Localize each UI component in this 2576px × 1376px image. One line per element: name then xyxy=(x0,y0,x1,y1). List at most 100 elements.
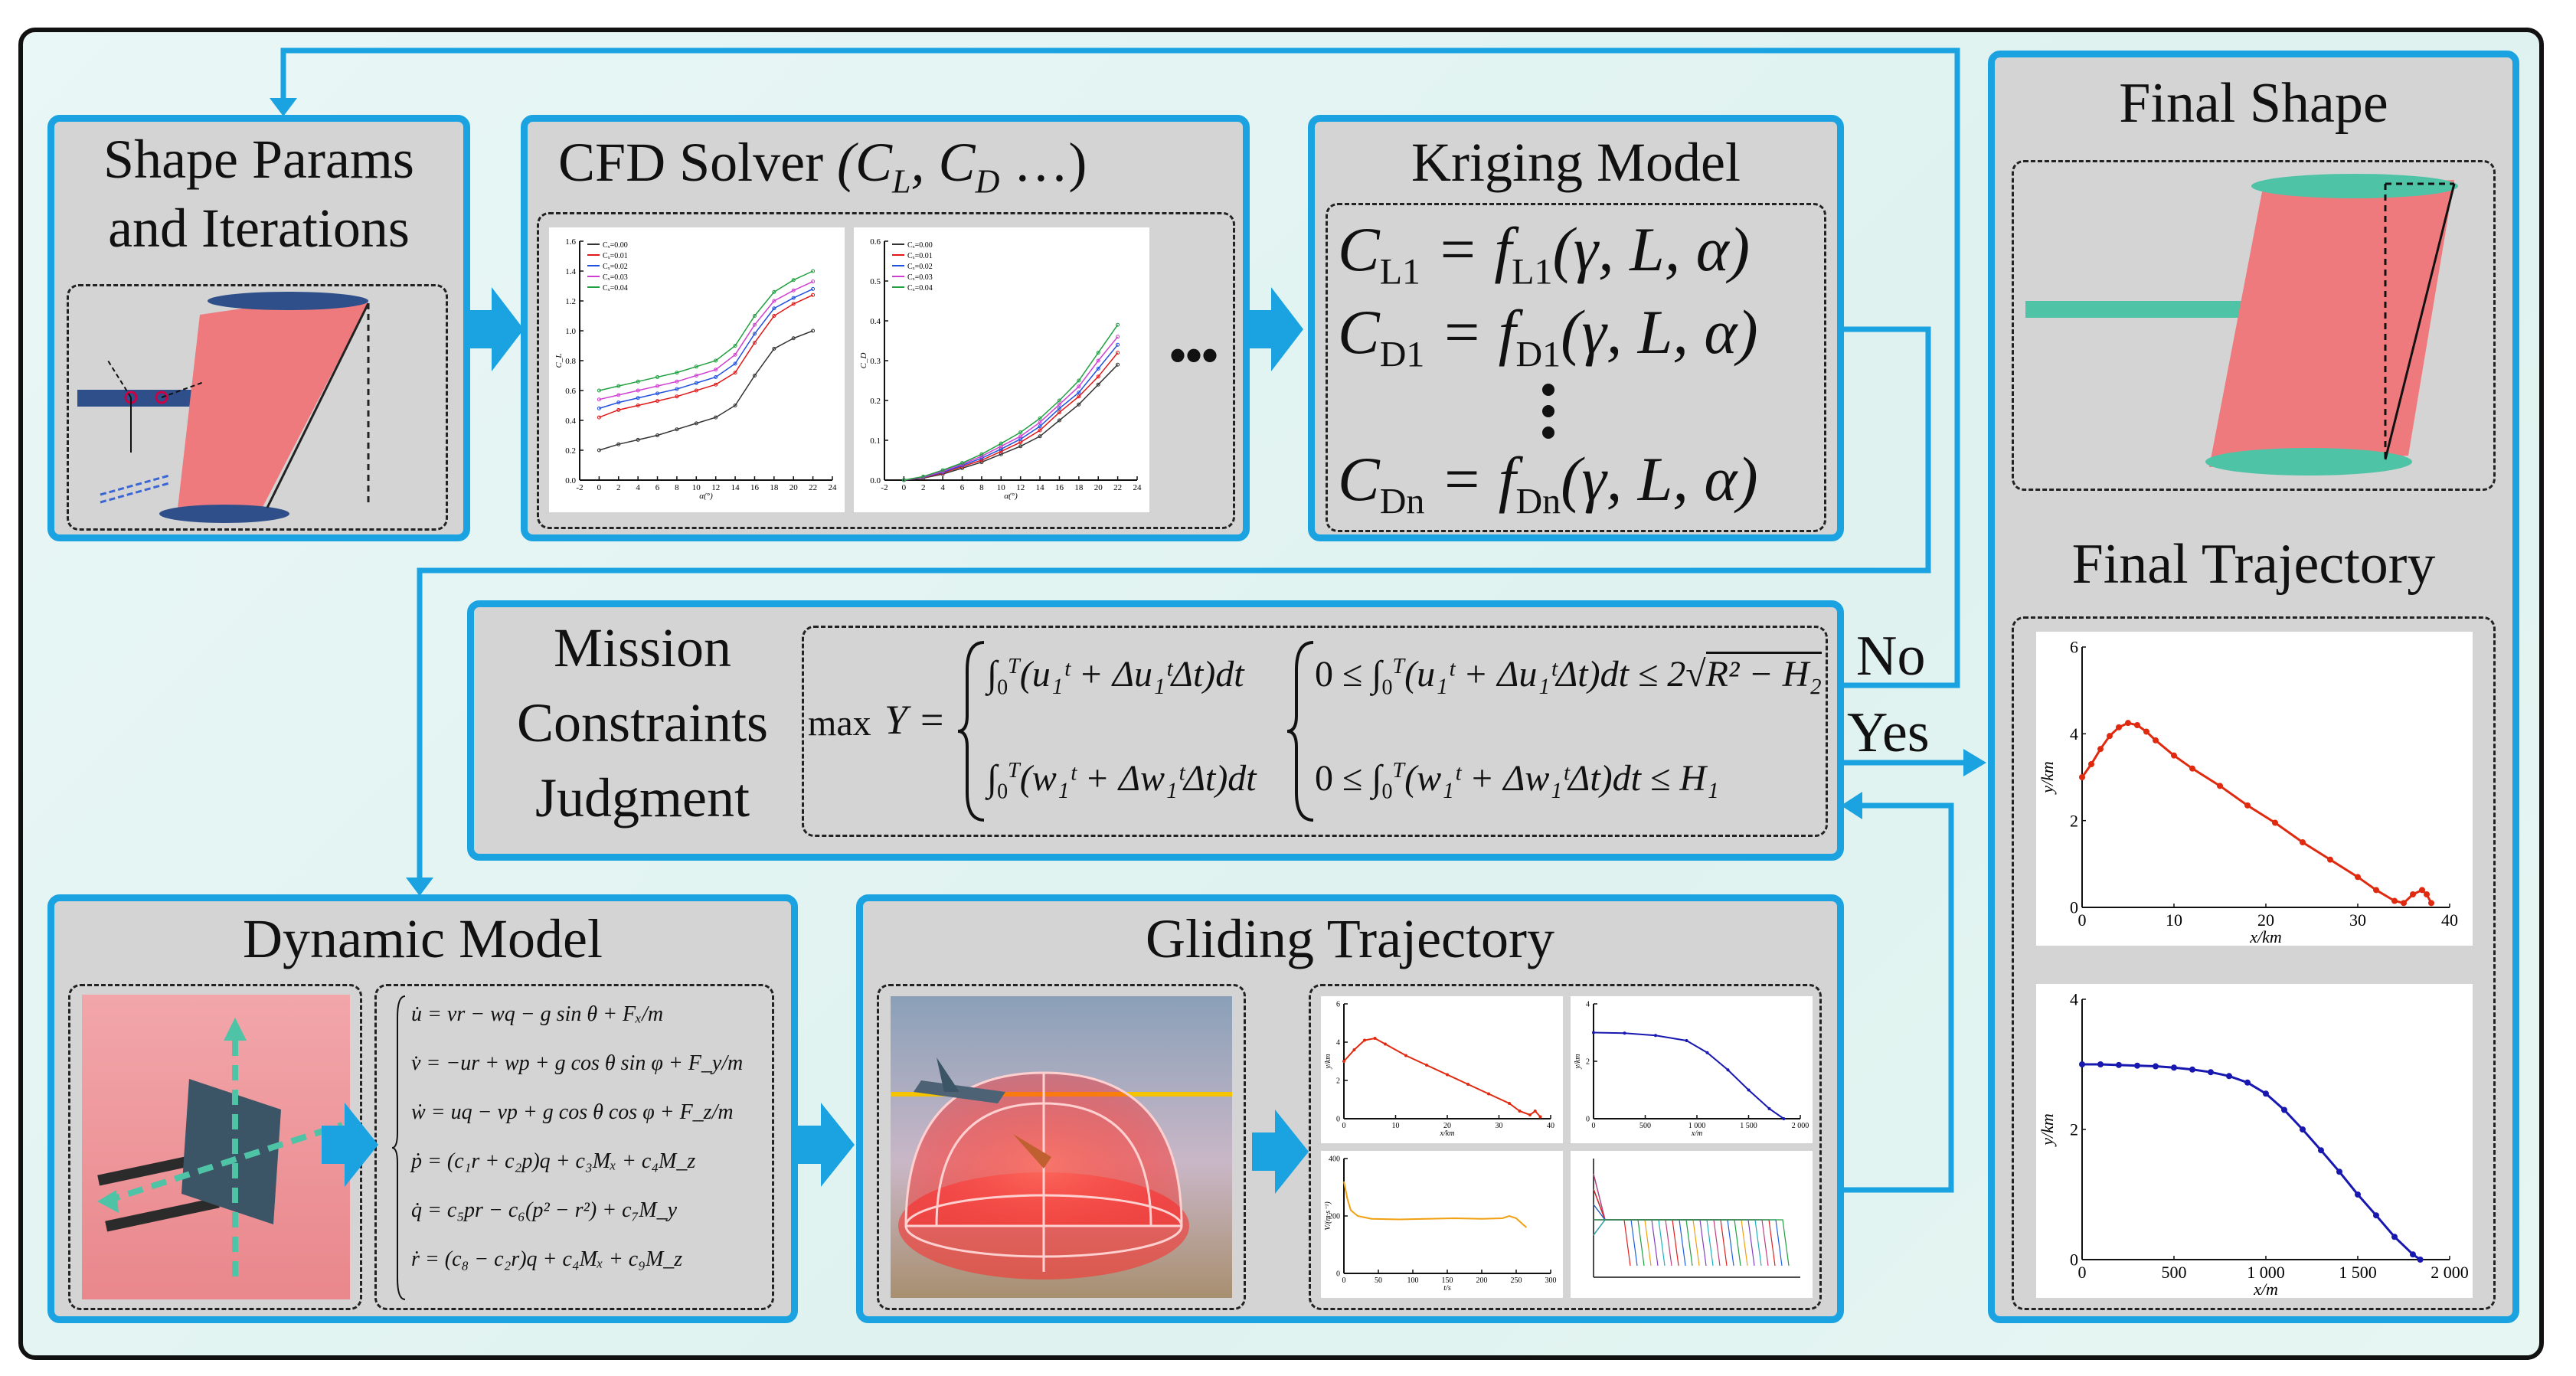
data-point xyxy=(2143,728,2149,735)
data-point xyxy=(1466,1083,1469,1086)
wing-body xyxy=(177,296,368,515)
data-point xyxy=(1018,430,1023,435)
data-point xyxy=(1363,1038,1366,1042)
data-point xyxy=(901,478,906,482)
final-shape-title: Final Shape xyxy=(2119,72,2388,135)
y-axis-label: y/km xyxy=(2038,1113,2057,1147)
data-point xyxy=(2428,900,2434,907)
final-wing-top-cap xyxy=(2251,174,2458,198)
data-point xyxy=(714,368,718,372)
data-point xyxy=(940,468,945,472)
x-axis-label: α(°) xyxy=(699,492,713,501)
data-point xyxy=(655,391,660,396)
y-tick-label: 0.4 xyxy=(870,317,881,326)
data-point xyxy=(714,415,718,420)
data-point xyxy=(1726,1068,1730,1072)
shape-params-figure-frame xyxy=(67,284,448,531)
data-point xyxy=(2336,1168,2342,1175)
x-tick-label: 18 xyxy=(1074,483,1084,492)
gliding-scene-illustration xyxy=(891,996,1232,1298)
data-point xyxy=(1373,1037,1377,1040)
data-point xyxy=(1116,322,1120,327)
data-point xyxy=(714,374,718,379)
data-point xyxy=(2318,1147,2324,1154)
legend-label: Cₓ=0.04 xyxy=(603,284,628,293)
gliding-to-mission-arrowhead xyxy=(1841,792,1862,819)
data-point xyxy=(733,371,737,375)
final-shape-illustration xyxy=(2025,174,2458,476)
data-point xyxy=(960,461,965,466)
y-tick-label: 4 xyxy=(1336,1039,1340,1048)
mission-obj2: ∫0T(w₁ᵗ + Δw₁ᵗΔt)dt xyxy=(987,758,1257,804)
data-point xyxy=(1057,406,1061,410)
data-point xyxy=(2208,1069,2214,1076)
data-point xyxy=(2134,722,2140,728)
data-point xyxy=(2079,774,2085,780)
series-line xyxy=(599,294,813,418)
data-point xyxy=(999,449,1003,454)
mission-title-3: Judgment xyxy=(535,767,750,829)
legend-label: Cₓ=0.03 xyxy=(603,273,628,282)
x-tick-label: 2 xyxy=(616,483,621,492)
x-tick-label: 10 xyxy=(1392,1122,1400,1130)
data-point xyxy=(752,332,757,336)
x-tick-label: 100 xyxy=(1407,1276,1419,1285)
dynamic-equation-2: v̇ = −ur + wp + g cos θ sin φ + F_y/m xyxy=(411,1051,744,1075)
dynamic-equation-4: ṗ = (c₁r + c₂p)q + c₃Mₓ + c₄M_z xyxy=(411,1149,696,1173)
data-point xyxy=(1057,398,1061,403)
x-tick-label: 16 xyxy=(1055,483,1064,492)
decision-yes-label: Yes xyxy=(1847,701,1930,764)
data-point xyxy=(2079,1061,2085,1067)
x-tick-label: 16 xyxy=(750,483,760,492)
data-point xyxy=(694,388,698,393)
cfd-title-sub-l: L xyxy=(892,162,911,201)
data-point xyxy=(1038,416,1042,420)
control-series-line xyxy=(1594,1219,1790,1267)
x-axis-label: x/m xyxy=(1691,1129,1702,1138)
y-tick-label: 400 xyxy=(1329,1155,1340,1164)
data-point xyxy=(1038,428,1042,433)
data-point xyxy=(2355,1191,2361,1198)
final-fuselage-rod xyxy=(2025,301,2247,318)
data-point xyxy=(2116,724,2122,730)
x-tick-label: 30 xyxy=(2349,910,2366,930)
data-point xyxy=(921,474,926,479)
x-tick-label: 2 xyxy=(921,483,926,492)
x-tick-label: 14 xyxy=(1036,483,1045,492)
data-point xyxy=(597,448,601,453)
data-point xyxy=(2263,1090,2269,1097)
x-tick-label: 4 xyxy=(636,483,640,492)
data-point xyxy=(655,433,660,437)
x-tick-label: 2 000 xyxy=(1792,1122,1809,1130)
data-point xyxy=(2281,1106,2287,1113)
x-tick-label: 500 xyxy=(2162,1263,2187,1282)
data-point xyxy=(597,388,601,393)
data-point xyxy=(2088,761,2094,767)
data-point xyxy=(2153,737,2159,744)
final-trajectory-title: Final Trajectory xyxy=(2071,533,2436,596)
data-point xyxy=(597,397,601,402)
y-tick-label: 1.6 xyxy=(565,237,576,247)
data-point xyxy=(597,406,601,410)
kriging-eq-cd1: CD1 = fD1(γ, L, α) xyxy=(1338,297,1758,375)
y-axis-label: y/km xyxy=(1324,1054,1332,1070)
data-point xyxy=(1077,391,1081,395)
x-tick-label: 12 xyxy=(1016,483,1025,492)
final-wing-bottom-cap xyxy=(2205,448,2412,476)
y-tick-label: 1.4 xyxy=(565,267,576,276)
kriging-panel: Kriging Model CL1 = fL1(γ, L, α) CD1 = f… xyxy=(1308,115,1844,541)
data-point xyxy=(1038,434,1042,439)
x-tick-label: 10 xyxy=(997,483,1006,492)
x-tick-label: 20 xyxy=(789,483,799,492)
data-point xyxy=(2189,1066,2195,1073)
x-tick-label: 200 xyxy=(1476,1276,1488,1285)
series-line xyxy=(599,270,813,391)
data-point xyxy=(2300,1126,2306,1133)
legend-label: Cₓ=0.01 xyxy=(907,252,933,260)
data-point xyxy=(1747,1088,1751,1092)
